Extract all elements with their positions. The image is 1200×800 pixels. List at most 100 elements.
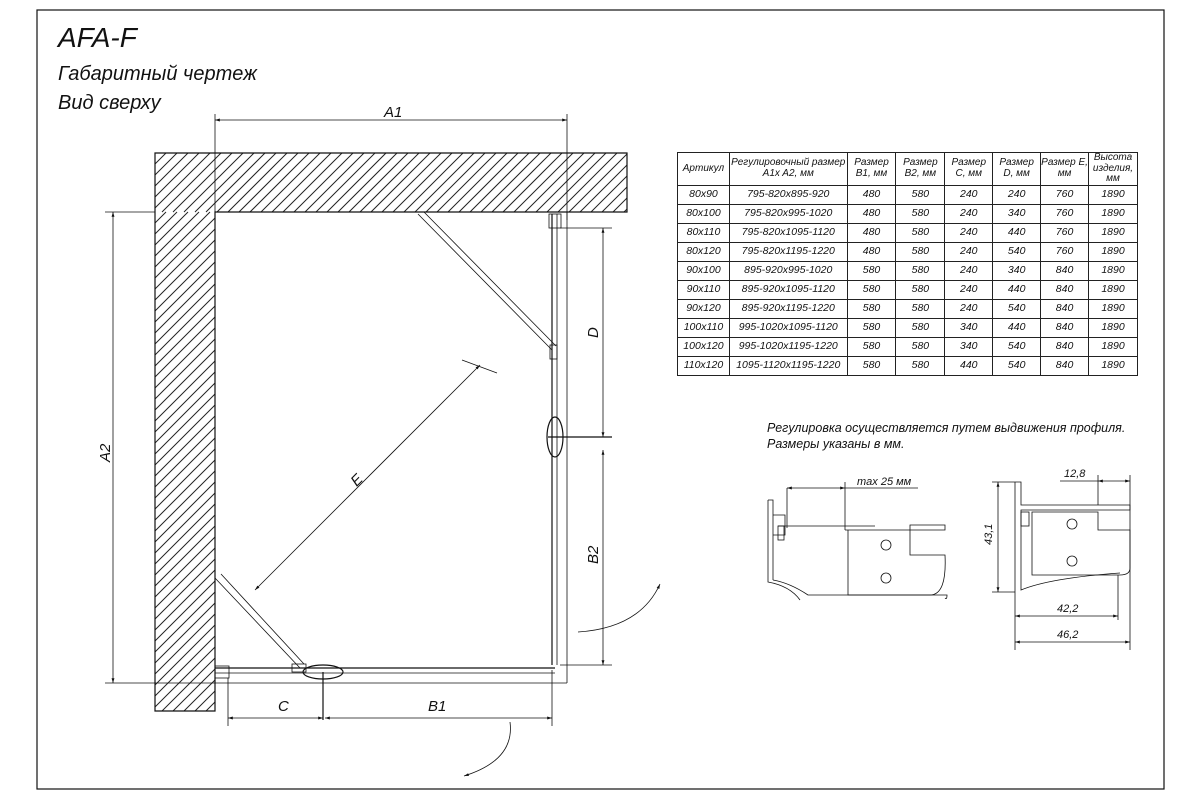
hatch-line xyxy=(205,701,216,712)
inner-width-dim-label: 42,2 xyxy=(1057,603,1078,615)
table-cell: 995-1020x1095-1120 xyxy=(728,317,848,338)
dim-label-c: C xyxy=(278,698,289,715)
hatch-line xyxy=(359,152,420,213)
hatch-line xyxy=(304,152,365,213)
table-cell: 440 xyxy=(944,355,994,376)
view-label: Вид сверху xyxy=(58,92,162,114)
hatch-line xyxy=(154,503,216,565)
hatch-line xyxy=(154,152,178,176)
hatch-line xyxy=(216,152,277,213)
table-cell: 540 xyxy=(992,241,1042,262)
hatch-line xyxy=(337,152,398,213)
hatch-line xyxy=(249,152,310,213)
table-cell: 760 xyxy=(1040,241,1089,262)
table-cell: 580 xyxy=(846,298,897,319)
table-cell: 580 xyxy=(895,222,946,243)
table-cell: 795-820x1195-1220 xyxy=(728,241,848,262)
hatch-line xyxy=(469,152,530,213)
outer-width-dim-label: 46,2 xyxy=(1057,629,1078,641)
hatch-line xyxy=(154,239,216,301)
column-header: Высота изделия, мм xyxy=(1088,152,1138,186)
table-cell: 240 xyxy=(992,184,1042,205)
hatch-line xyxy=(154,558,216,620)
dim-label-b2: B2 xyxy=(585,545,602,564)
dim-label-a2: A2 xyxy=(97,443,114,463)
table-cell: 240 xyxy=(944,279,994,300)
table-cell: 580 xyxy=(895,336,946,357)
table-cell: 580 xyxy=(895,184,946,205)
hatch-line xyxy=(381,152,442,213)
wall-hatching xyxy=(154,152,628,712)
table-cell: 340 xyxy=(992,260,1042,281)
table-cell: 795-820x895-920 xyxy=(728,184,848,205)
table-cell: 340 xyxy=(944,317,994,338)
hatch-line xyxy=(227,152,288,213)
hatch-line xyxy=(326,152,387,213)
table-cell: 540 xyxy=(992,355,1042,376)
hatch-line xyxy=(447,152,508,213)
table-cell: 1890 xyxy=(1088,184,1138,205)
table-cell: 580 xyxy=(846,355,897,376)
hatch-line xyxy=(154,580,216,642)
hatch-line xyxy=(590,175,628,213)
hatch-line xyxy=(161,657,216,712)
table-cell: 840 xyxy=(1040,355,1089,376)
table-cell: 80x110 xyxy=(677,222,730,243)
dimension-e: E xyxy=(254,359,498,591)
hatch-line xyxy=(154,316,216,378)
hatch-line xyxy=(154,437,216,499)
table-cell: 1890 xyxy=(1088,241,1138,262)
hatch-line xyxy=(154,283,216,345)
hatch-line xyxy=(154,448,216,510)
table-cell: 80x90 xyxy=(677,184,730,205)
dim-label-d: D xyxy=(585,327,602,338)
hatch-line xyxy=(154,152,167,165)
hatch-line xyxy=(154,211,178,235)
hatch-line xyxy=(154,217,216,279)
hatch-line xyxy=(154,338,216,400)
table-cell: 240 xyxy=(944,298,994,319)
table-cell: 1890 xyxy=(1088,203,1138,224)
table-cell: 895-920x1095-1120 xyxy=(728,279,848,300)
hatch-line xyxy=(154,624,216,686)
hatch-line xyxy=(238,152,299,213)
hatch-line xyxy=(282,152,343,213)
hatch-line xyxy=(154,360,216,422)
table-cell: 440 xyxy=(992,222,1042,243)
table-cell: 540 xyxy=(992,298,1042,319)
height-dim-label: 43,1 xyxy=(983,524,995,545)
hatch-line xyxy=(557,152,618,213)
table-cell: 795-820x1095-1120 xyxy=(728,222,848,243)
table-cell: 580 xyxy=(895,355,946,376)
hatch-line xyxy=(154,294,216,356)
hatch-line xyxy=(154,536,216,598)
table-cell: 340 xyxy=(992,203,1042,224)
hatch-line xyxy=(183,679,216,712)
table-cell: 1890 xyxy=(1088,279,1138,300)
hatch-line xyxy=(403,152,464,213)
hatch-line xyxy=(348,152,409,213)
hatch-line xyxy=(480,152,541,213)
table-cell: 840 xyxy=(1040,279,1089,300)
top-width-dim-label: 12,8 xyxy=(1064,468,1086,480)
table-cell: 580 xyxy=(895,279,946,300)
hatch-line xyxy=(205,152,266,213)
table-cell: 240 xyxy=(944,241,994,262)
table-cell: 100x110 xyxy=(677,317,730,338)
table-cell: 110x120 xyxy=(677,355,730,376)
table-cell: 90x120 xyxy=(677,298,730,319)
drawing-title: AFA-F xyxy=(56,22,139,53)
table-cell: 1890 xyxy=(1088,355,1138,376)
hatch-line xyxy=(154,404,216,466)
hatch-line xyxy=(154,514,216,576)
hatch-line xyxy=(183,152,244,213)
hatch-line xyxy=(154,371,216,433)
hatch-line xyxy=(154,349,216,411)
hatch-line xyxy=(154,393,216,455)
hatch-line xyxy=(154,152,211,209)
